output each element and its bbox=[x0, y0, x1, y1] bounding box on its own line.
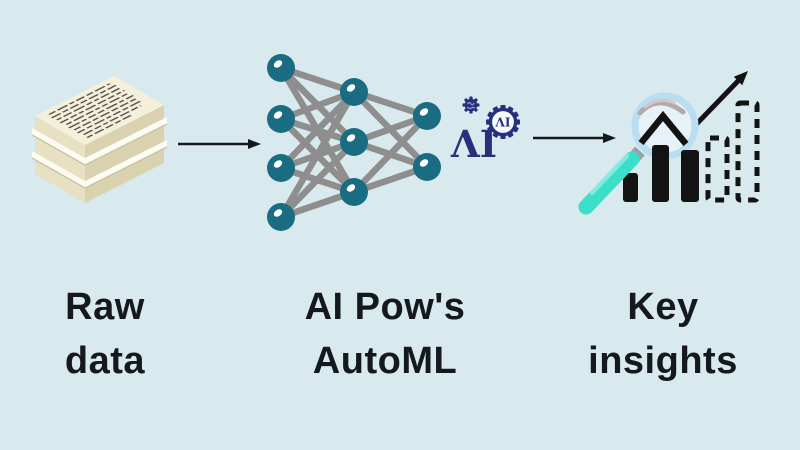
paper-top-face bbox=[35, 76, 164, 145]
nn-node bbox=[413, 153, 441, 181]
nn-node bbox=[340, 178, 368, 206]
label-line: Raw bbox=[65, 286, 145, 328]
nn-nodes bbox=[267, 54, 441, 231]
nn-node bbox=[413, 102, 441, 130]
magnifier-bar-chart-icon bbox=[578, 71, 760, 215]
neural-network-icon bbox=[267, 54, 441, 231]
solid-bars bbox=[623, 145, 699, 202]
ai-logo: ΛI ΛI bbox=[450, 96, 520, 164]
nn-node bbox=[267, 203, 295, 231]
label-line: Key bbox=[627, 286, 699, 328]
gear-inner-text: ΛI bbox=[495, 116, 511, 130]
dashed-bar bbox=[705, 135, 730, 203]
nn-node bbox=[267, 105, 295, 133]
dashed-bar bbox=[735, 100, 760, 203]
gear-icon: ΛI bbox=[486, 105, 520, 139]
solid-bar bbox=[623, 173, 638, 202]
label-line: AI Pow's bbox=[304, 286, 466, 328]
nn-node bbox=[267, 54, 295, 82]
solid-bar bbox=[652, 145, 669, 202]
magnifier-handle bbox=[578, 146, 645, 215]
flow-arrow-2-icon bbox=[533, 133, 616, 143]
label-line: AutoML bbox=[312, 340, 458, 382]
stage-label-raw-data: Raw data bbox=[0, 280, 215, 388]
paper-sheet bbox=[32, 140, 168, 189]
nn-node bbox=[340, 128, 368, 156]
paper-text-lines bbox=[48, 83, 143, 138]
brain-gear-icon bbox=[462, 96, 480, 114]
paper-stack-icon bbox=[32, 76, 168, 203]
label-line: insights bbox=[588, 340, 738, 382]
trend-line bbox=[638, 110, 689, 147]
nn-node bbox=[267, 154, 295, 182]
paper-sheet bbox=[32, 117, 168, 166]
stage-label-automl: AI Pow's AutoML bbox=[275, 280, 495, 388]
label-line: data bbox=[64, 340, 146, 382]
solid-bar bbox=[681, 150, 699, 202]
stage-label-key-insights: Key insights bbox=[553, 280, 773, 388]
nn-node bbox=[340, 78, 368, 106]
flow-arrow-1-icon bbox=[178, 139, 261, 149]
